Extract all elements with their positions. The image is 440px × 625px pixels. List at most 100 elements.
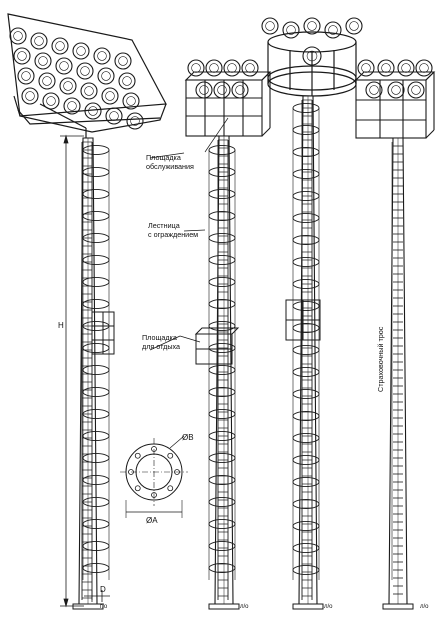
bolt-hole [167, 452, 174, 459]
floodlight-lens [411, 85, 421, 95]
floodlight-lamp [223, 59, 241, 77]
floodlight-lamp [195, 81, 213, 99]
floodlight-lamp [72, 42, 90, 60]
ground-level-mark-2: л/о [240, 604, 249, 610]
floodlight-lens [34, 36, 44, 46]
mast-cage-head [120, 59, 272, 610]
floodlight-lens [97, 51, 107, 61]
floodlight-lens [391, 85, 401, 95]
floodlight-lamp [357, 59, 375, 77]
floodlight-lamp [80, 82, 98, 100]
floodlight-lens [13, 31, 23, 41]
floodlight-array [7, 13, 167, 130]
rest-platform-label-2: для отдыха [142, 342, 180, 351]
mast-pole [72, 137, 104, 610]
floodlight-lamp [97, 67, 115, 85]
floodlight-lamp [21, 87, 39, 105]
safety-cable-label: Страховочный трос [376, 326, 385, 392]
service-platform-label-2: обслуживания [146, 162, 194, 171]
floodlight-lamp [101, 87, 119, 105]
crown-ring [267, 31, 357, 97]
floodlight-lamp [282, 21, 300, 39]
bolt-hole [134, 452, 141, 459]
floodlight-lens [42, 76, 52, 86]
floodlight-lens [80, 66, 90, 76]
floodlight-lens [307, 21, 317, 31]
floodlight-lens [235, 85, 245, 95]
callout-leaders [149, 117, 229, 351]
height-dimension [60, 134, 84, 608]
floodlight-lamp [377, 59, 395, 77]
diameter-dimension [84, 590, 110, 602]
base-plate [72, 603, 104, 610]
service-platform-label-1: Площадка [146, 153, 181, 162]
floodlight-lamp [345, 17, 363, 35]
step-rungs [393, 145, 403, 595]
floodlight-lens [265, 21, 275, 31]
mast-cable-head [354, 59, 436, 610]
floodlight-lamp [13, 47, 31, 65]
floodlight-lamp [303, 17, 321, 35]
floodlight-lamp [365, 81, 383, 99]
floodlight-lens [38, 56, 48, 66]
mast-tilted-array [7, 13, 167, 610]
floodlight-lens [76, 46, 86, 56]
height-label: H [58, 321, 64, 330]
floodlight-lens [55, 41, 65, 51]
rest-platform [285, 299, 321, 341]
floodlight-lens [126, 96, 136, 106]
ladder-label-1: Лестница [148, 221, 180, 230]
floodlight-row [357, 59, 433, 99]
floodlight-lamp [387, 81, 405, 99]
rest-platform-label-1: Площадка [142, 333, 177, 342]
floodlight-lamp [415, 59, 433, 77]
mast-ring-crown [261, 17, 363, 610]
floodlight-lens [17, 51, 27, 61]
floodlight-lamp [30, 32, 48, 50]
service-platform [354, 71, 436, 139]
bolt-hole [134, 485, 141, 492]
floodlight-lamp [63, 97, 81, 115]
floodlight-lamp [93, 47, 111, 65]
floodlight-lamp [407, 81, 425, 99]
ladder-with-guard [208, 139, 236, 600]
floodlight-lens [46, 96, 56, 106]
floodlight-lens [88, 106, 98, 116]
floodlight-lens [328, 25, 338, 35]
floodlight-lamp [187, 59, 205, 77]
mast-pole [382, 137, 414, 610]
base-plate [382, 603, 414, 610]
floodlight-lens [63, 81, 73, 91]
bolt-hole [167, 485, 174, 492]
floodlight-lamp [105, 107, 123, 125]
floodlight-lamp [241, 59, 259, 77]
floodlight-lamp [213, 81, 231, 99]
floodlight-lamp [38, 72, 56, 90]
ladder-label-2: с ограждением [148, 230, 198, 239]
floodlight-lens [286, 25, 296, 35]
floodlight-lamp [397, 59, 415, 77]
mast-pole [208, 135, 240, 610]
floodlight-lamp [55, 57, 73, 75]
floodlight-lamp [126, 112, 144, 130]
floodlight-lens [122, 76, 132, 86]
floodlight-lens [84, 86, 94, 96]
floodlight-lens [101, 71, 111, 81]
floodlight-lamp [118, 72, 136, 90]
floodlight-lamp [114, 52, 132, 70]
floodlight-lamp [42, 92, 60, 110]
ground-level-mark-3: л/о [324, 604, 333, 610]
flange-outer-label: ØA [146, 516, 158, 525]
base-plate [292, 603, 324, 610]
diameter-label: D [100, 585, 106, 594]
floodlight-lamp [51, 37, 69, 55]
ground-level-mark-1: г/о [100, 604, 108, 610]
floodlight-lens [21, 71, 31, 81]
floodlight-lamp [205, 59, 223, 77]
floodlight-lens [25, 91, 35, 101]
floodlight-lamp [76, 62, 94, 80]
floodlight-lamp [59, 77, 77, 95]
floodlight-lens [199, 85, 209, 95]
base-flange-detail [120, 435, 188, 518]
